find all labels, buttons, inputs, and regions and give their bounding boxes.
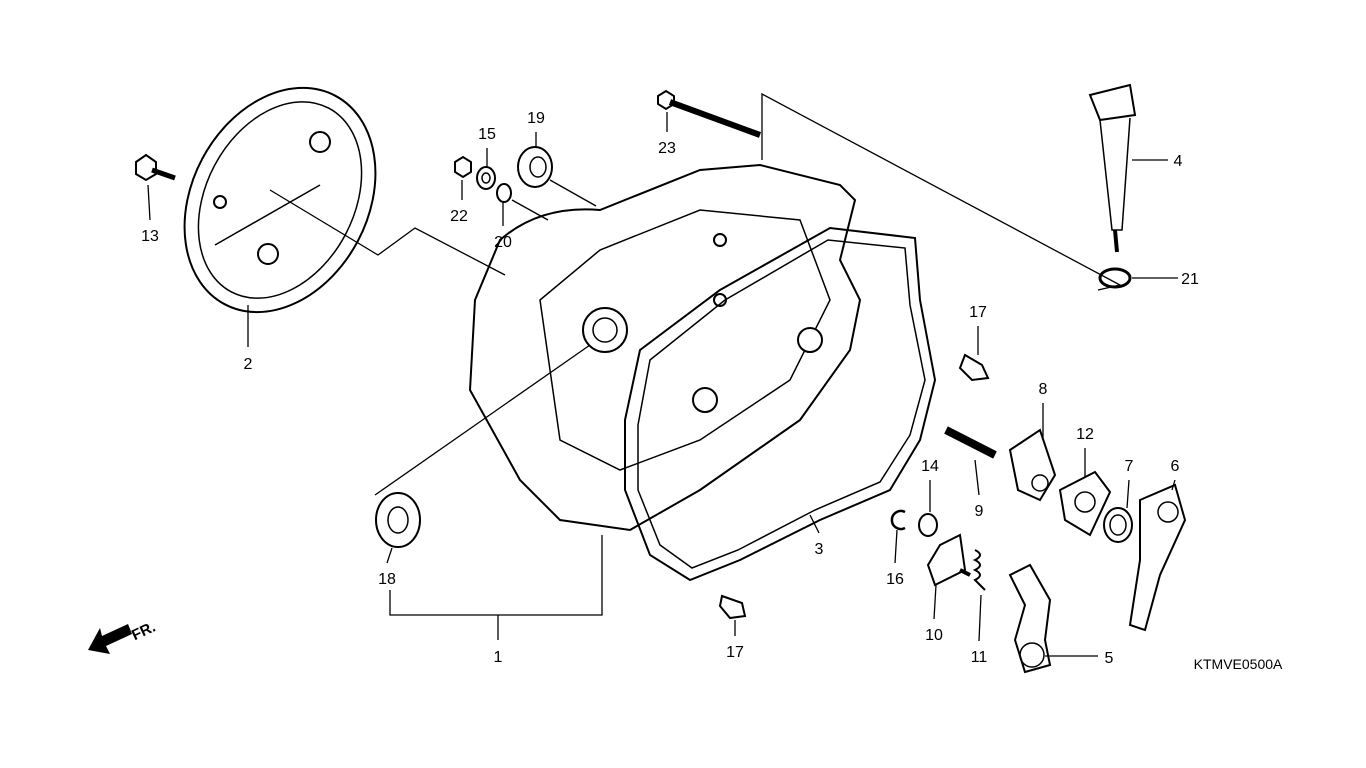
part-13-bolt: [135, 153, 176, 182]
callout-5: 5: [1105, 650, 1114, 667]
part-23-bolt: [657, 89, 762, 138]
callout-17-lower: 17: [726, 644, 744, 661]
part-9-bolt: [944, 426, 997, 459]
leader-lines: [147, 92, 1178, 657]
part-6-lever: [1128, 483, 1187, 632]
front-direction-label: FR.: [129, 619, 158, 645]
callout-12: 12: [1076, 426, 1094, 443]
callout-18: 18: [378, 571, 396, 588]
callout-3: 3: [815, 541, 824, 558]
part-10-arm: [926, 533, 971, 587]
callout-4: 4: [1174, 153, 1183, 170]
callout-6: 6: [1171, 458, 1180, 475]
part-17-dowel-pin: [718, 594, 747, 620]
callout-19: 19: [527, 110, 545, 127]
part-7-collar: [1103, 507, 1133, 543]
callout-13: 13: [141, 228, 159, 245]
callout-14: 14: [921, 458, 939, 475]
part-8-plate: [1008, 428, 1057, 502]
callout-9: 9: [975, 503, 984, 520]
part-3-gasket: [624, 226, 937, 582]
part-12-stopper: [1058, 470, 1112, 537]
part-20-lock-washer: [496, 183, 512, 203]
callout-21: 21: [1181, 271, 1199, 288]
part-4-dipstick: [1088, 83, 1137, 253]
part-16-clip: [890, 509, 906, 531]
part-18-bearing: [375, 492, 421, 548]
callout-22: 22: [450, 208, 468, 225]
front-direction-arrow: FR.: [88, 619, 158, 654]
part-11-spring: [972, 549, 986, 591]
callout-1: 1: [494, 649, 503, 666]
callout-11: 11: [971, 649, 988, 666]
callout-20: 20: [494, 234, 512, 251]
part-14-washer: [918, 513, 938, 537]
part-5-shift-arm: [1008, 563, 1052, 674]
part-19-bearing: [517, 146, 553, 188]
callout-16: 16: [886, 571, 904, 588]
callout-8: 8: [1039, 381, 1048, 398]
diagram-code: KTMVE0500A: [1194, 656, 1283, 672]
callout-17-upper: 17: [969, 304, 987, 321]
part-2-outer-cover: [183, 86, 377, 314]
callout-2: 2: [244, 356, 253, 373]
callout-7: 7: [1125, 458, 1134, 475]
part-21-o-ring: [1098, 267, 1132, 289]
callout-10: 10: [925, 627, 943, 644]
callout-15: 15: [478, 126, 496, 143]
part-22-nut: [454, 155, 472, 179]
part-17-dowel-pin: [958, 353, 990, 382]
part-15-washer: [476, 166, 496, 190]
callout-23: 23: [658, 140, 676, 157]
